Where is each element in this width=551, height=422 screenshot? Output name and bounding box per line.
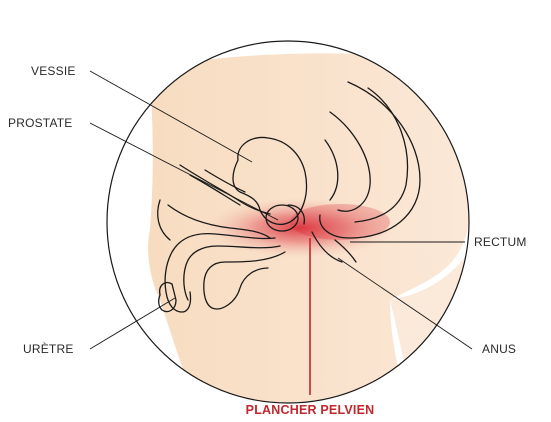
label-anus: ANUS: [482, 342, 516, 356]
label-plancher-pelvien: PLANCHER PELVIEN: [246, 403, 375, 417]
label-uretre: URÈTRE: [23, 341, 74, 356]
label-vessie: VESSIE: [31, 64, 76, 78]
label-prostate: PROSTATE: [8, 116, 73, 130]
label-rectum: RECTUM: [474, 235, 527, 249]
